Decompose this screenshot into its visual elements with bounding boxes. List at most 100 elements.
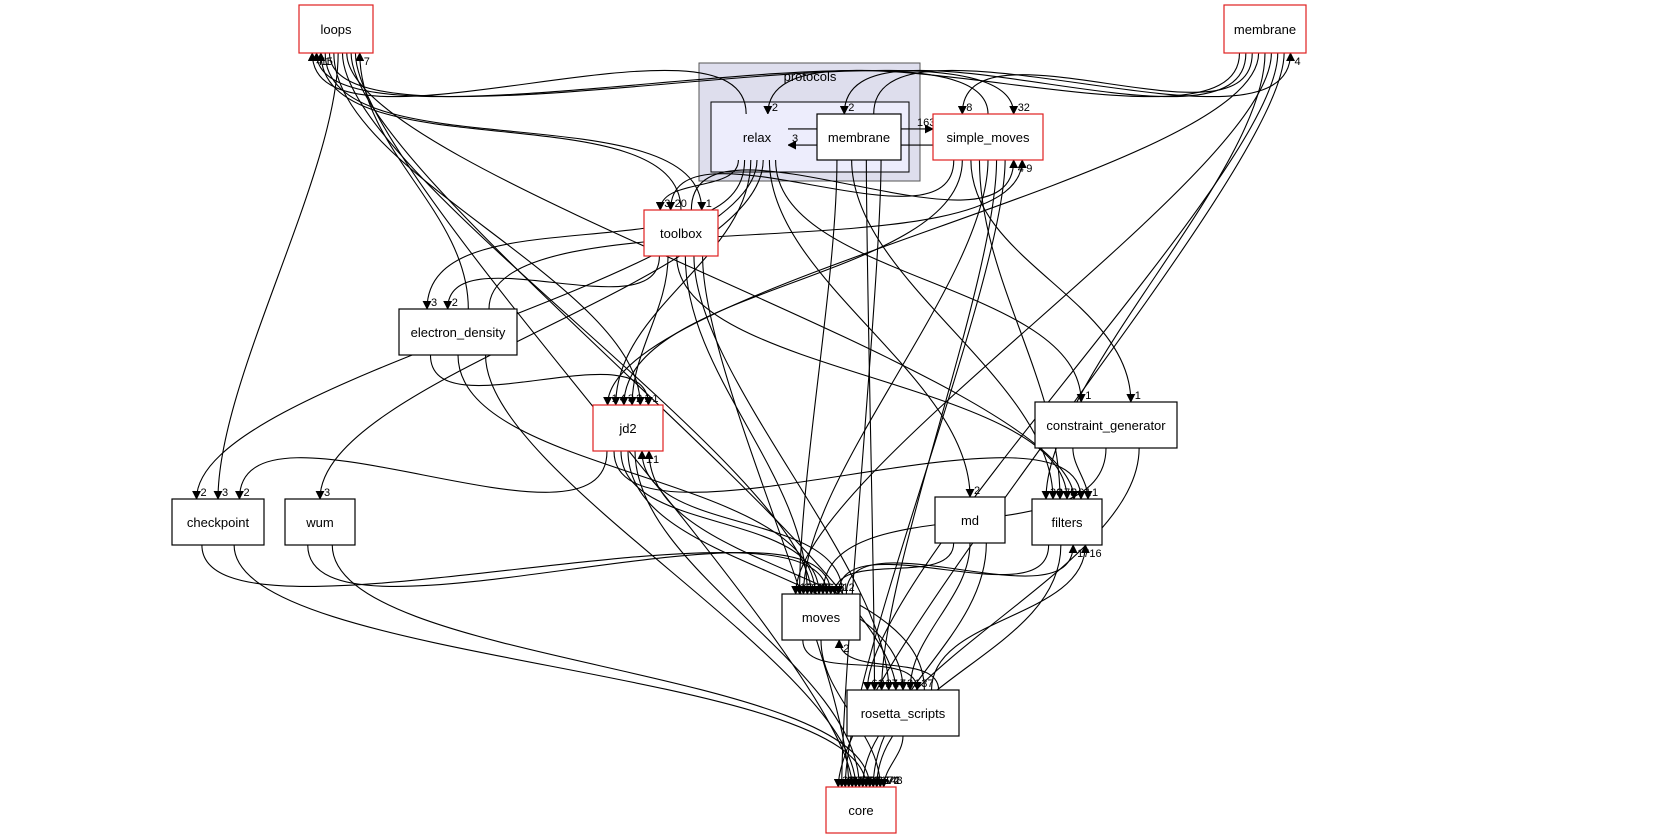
- node-loops[interactable]: loops: [298, 4, 374, 54]
- edge-moves-to-filters: [845, 544, 1078, 595]
- node-label-md[interactable]: md: [961, 513, 979, 528]
- edge-loops-to-jd2: [333, 52, 645, 406]
- edge-label-relax-to-wum[interactable]: 3: [324, 487, 330, 499]
- edge-label-membrane_top-to-membrane_proto[interactable]: 2: [848, 102, 854, 114]
- edge-label-membrane_proto-to-membrane_top[interactable]: 4: [1295, 56, 1301, 68]
- edge-electron_density-to-jd2: [429, 354, 653, 406]
- node-label-rosetta_scripts[interactable]: rosetta_scripts: [861, 706, 946, 721]
- node-box-wum[interactable]: [284, 498, 356, 546]
- node-box-rosetta_scripts[interactable]: [846, 689, 960, 737]
- node-box-membrane_top[interactable]: [1223, 4, 1307, 54]
- node-electron_density[interactable]: electron_density: [398, 308, 518, 356]
- edge-loops-to-simple_moves: [328, 52, 1019, 115]
- node-wum[interactable]: wum: [284, 498, 356, 546]
- node-label-simple_moves[interactable]: simple_moves: [946, 130, 1030, 145]
- node-box-checkpoint[interactable]: [171, 498, 265, 546]
- edge-rosetta_scripts-to-filters: [930, 544, 1090, 691]
- node-box-core[interactable]: [825, 786, 897, 834]
- node-relax[interactable]: relax: [726, 114, 788, 160]
- node-box-membrane_proto[interactable]: [816, 113, 902, 161]
- node-box-toolbox[interactable]: [643, 209, 719, 257]
- node-moves[interactable]: moves: [781, 593, 861, 641]
- node-box-electron_density[interactable]: [398, 308, 518, 356]
- edge-label-relax-to-checkpoint[interactable]: 2: [201, 487, 207, 499]
- edge-membrane_top-to-membrane_proto: [839, 52, 1247, 115]
- node-simple_moves[interactable]: simple_moves: [932, 113, 1044, 161]
- edge-relax-to-electron_density: [422, 159, 746, 310]
- edge-label-relax-to-loops[interactable]: 4: [316, 56, 322, 68]
- edge-relax-to-md: [768, 159, 975, 498]
- edge-label-relax-to-constraint_generator[interactable]: 1: [1085, 390, 1091, 402]
- edge-label-electron_density-to-loops[interactable]: 7: [364, 56, 370, 68]
- edge-constraint_generator-to-filters: [1072, 447, 1093, 500]
- edge-label-constraint_generator-to-filters[interactable]: 1: [1092, 487, 1098, 499]
- edge-label-filters-to-moves[interactable]: 12: [843, 582, 855, 594]
- node-checkpoint[interactable]: checkpoint: [171, 498, 265, 546]
- node-box-md[interactable]: [934, 496, 1006, 544]
- node-box-constraint_generator[interactable]: [1034, 401, 1178, 449]
- edge-loops-to-moves: [341, 52, 816, 595]
- edge-label-moves-to-core[interactable]: 143: [884, 775, 902, 787]
- edge-label-rosetta_scripts-to-core[interactable]: 72: [888, 775, 900, 787]
- edge-label-jd2-to-checkpoint[interactable]: 2: [244, 487, 250, 499]
- edge-label-toolbox-to-electron_density[interactable]: 2: [452, 297, 458, 309]
- edge-label-relax-to-electron_density[interactable]: 3: [431, 297, 437, 309]
- edge-label-relax-to-simple_moves[interactable]: 163: [917, 117, 935, 129]
- edge-label-relax-to-md[interactable]: 2: [974, 485, 980, 497]
- edge-label-rosetta_scripts-to-jd2[interactable]: 1: [653, 454, 659, 466]
- node-box-loops[interactable]: [298, 4, 374, 54]
- node-label-electron_density[interactable]: electron_density: [411, 325, 506, 340]
- edge-label-membrane_top-to-simple_moves[interactable]: 8: [966, 102, 972, 114]
- node-box-filters[interactable]: [1031, 498, 1103, 546]
- node-label-membrane_top[interactable]: membrane: [1234, 22, 1296, 37]
- edge-filters-to-moves: [834, 544, 1050, 595]
- edge-label-simple_moves-to-constraint_generator[interactable]: 1: [1135, 390, 1141, 402]
- edge-label-rosetta_scripts-to-moves[interactable]: 2: [843, 643, 849, 655]
- edge-moves-to-jd2: [637, 450, 843, 595]
- edge-label-loops-to-toolbox[interactable]: 1: [706, 198, 712, 210]
- node-box-simple_moves[interactable]: [932, 113, 1044, 161]
- edge-label-electron_density-to-jd2[interactable]: 1: [652, 393, 658, 405]
- edge-toolbox-to-loops: [316, 52, 682, 211]
- node-label-jd2[interactable]: jd2: [618, 421, 636, 436]
- node-label-loops[interactable]: loops: [320, 22, 352, 37]
- node-label-wum[interactable]: wum: [305, 515, 333, 530]
- edge-label-simple_moves-to-jd2[interactable]: 3: [628, 393, 634, 405]
- node-box-relax[interactable]: [726, 114, 788, 160]
- node-label-membrane_proto[interactable]: membrane: [828, 130, 890, 145]
- node-label-relax[interactable]: relax: [743, 130, 772, 145]
- edge-label-membrane_top-to-relax[interactable]: 2: [772, 102, 778, 114]
- edge-membrane_top-to-moves: [791, 52, 1272, 595]
- node-membrane_proto[interactable]: membrane: [816, 113, 902, 161]
- edge-simple_moves-to-rosetta_scripts: [877, 159, 998, 691]
- node-box-jd2[interactable]: [592, 404, 664, 452]
- node-jd2[interactable]: jd2: [592, 404, 664, 452]
- node-md[interactable]: md: [934, 496, 1006, 544]
- edge-label-relax-to-toolbox[interactable]: 3: [664, 198, 670, 210]
- node-label-toolbox[interactable]: toolbox: [660, 226, 702, 241]
- edge-label-loops-to-checkpoint[interactable]: 3: [222, 487, 228, 499]
- node-label-filters[interactable]: filters: [1051, 515, 1083, 530]
- edge-membrane_proto-to-filters: [851, 159, 1058, 500]
- node-label-core[interactable]: core: [848, 803, 873, 818]
- node-label-checkpoint[interactable]: checkpoint: [187, 515, 250, 530]
- node-constraint_generator[interactable]: constraint_generator: [1034, 401, 1178, 449]
- node-rosetta_scripts[interactable]: rosetta_scripts: [846, 689, 960, 737]
- edge-label-simple_moves-to-relax[interactable]: 3: [792, 133, 798, 145]
- edge-membrane_top-to-simple_moves: [957, 52, 1253, 115]
- node-box-moves[interactable]: [781, 593, 861, 641]
- edge-filters-to-core: [872, 544, 1062, 788]
- node-label-moves[interactable]: moves: [802, 610, 841, 625]
- node-membrane_top[interactable]: membrane: [1223, 4, 1307, 54]
- edge-label-toolbox-to-loops[interactable]: 1: [325, 56, 331, 68]
- node-filters[interactable]: filters: [1031, 498, 1103, 546]
- node-core[interactable]: core: [825, 786, 897, 834]
- edge-label-electron_density-to-simple_moves[interactable]: 9: [1026, 163, 1032, 175]
- node-toolbox[interactable]: toolbox: [643, 209, 719, 257]
- node-label-constraint_generator[interactable]: constraint_generator: [1046, 418, 1166, 433]
- edge-toolbox-to-jd2: [627, 255, 669, 406]
- edge-label-loops-to-simple_moves[interactable]: 32: [1018, 102, 1030, 114]
- edge-label-rosetta_scripts-to-filters[interactable]: 16: [1089, 548, 1101, 560]
- edge-checkpoint-to-moves: [201, 544, 832, 595]
